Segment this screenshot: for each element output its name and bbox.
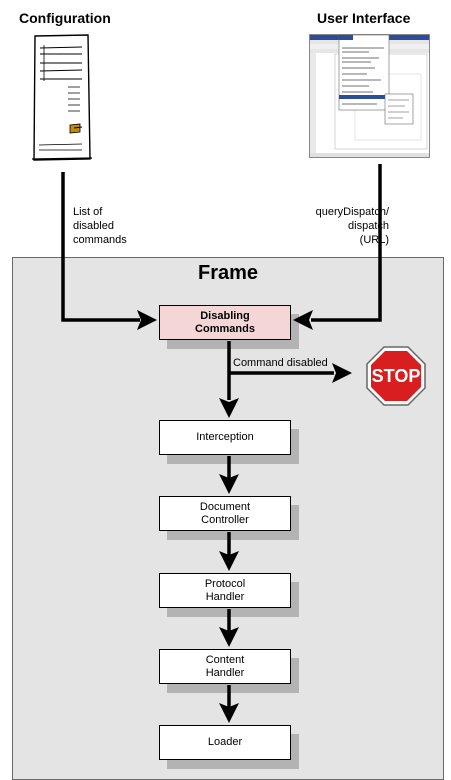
- content-handler-box: Content Handler: [159, 649, 291, 684]
- command-disabled-label: Command disabled: [233, 357, 328, 369]
- loader-box: Loader: [159, 725, 291, 760]
- arrowhead-icon: [219, 551, 239, 571]
- stop-sign-text: STOP: [371, 365, 421, 386]
- arrowhead-icon: [137, 310, 157, 330]
- arrowhead-icon: [219, 627, 239, 647]
- protocol-handler-box: Protocol Handler: [159, 573, 291, 608]
- document-controller-box: Document Controller: [159, 496, 291, 531]
- arrowhead-icon: [219, 398, 239, 418]
- arrowhead-icon: [219, 703, 239, 723]
- user-interface-heading: User Interface: [317, 10, 411, 26]
- arrowhead-icon: [219, 474, 239, 494]
- configuration-heading: Configuration: [19, 10, 111, 26]
- ui-arrow: [311, 164, 382, 322]
- interception-box: Interception: [159, 420, 291, 455]
- config-arrow: [61, 172, 140, 322]
- arrowhead-icon: [293, 310, 313, 330]
- server-tower-icon: [31, 34, 93, 161]
- disabling-commands-box: Disabling Commands: [159, 305, 291, 340]
- arrowhead-icon: [332, 363, 352, 383]
- config-arrow-label: List of disabled commands: [73, 206, 127, 246]
- application-window-icon: [309, 34, 430, 158]
- stop-sign-icon: STOP: [366, 346, 426, 406]
- frame-title: Frame: [197, 262, 259, 284]
